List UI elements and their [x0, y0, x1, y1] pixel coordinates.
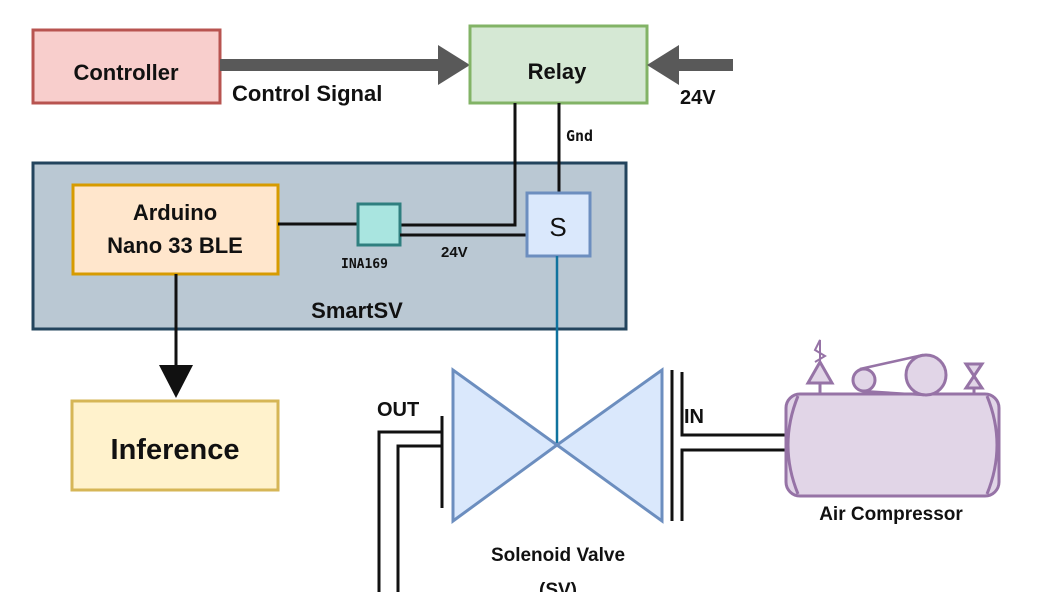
smartsv-label: SmartSV [311, 298, 403, 323]
sensor-24v-label: 24V [441, 244, 468, 261]
inference-arrow [159, 274, 193, 398]
ina169-sensor [356, 202, 402, 247]
air-compressor-icon [784, 339, 1001, 498]
relay-label: Relay [528, 59, 587, 84]
controller-label: Controller [73, 60, 179, 85]
relay-24v-wire [400, 103, 517, 227]
ina169-label: INA169 [341, 257, 388, 272]
valve-label-line1: Solenoid Valve [491, 545, 625, 566]
in-pipe [670, 370, 786, 521]
arduino-label-line1: Arduino [133, 200, 217, 225]
valve-label-line2: (SV) [539, 580, 577, 592]
control-signal-arrow [220, 45, 470, 85]
solenoid-valve [451, 367, 664, 524]
sensor-block [525, 191, 592, 258]
out-pipe [377, 416, 444, 592]
controller-block [31, 28, 222, 105]
gnd-label: Gnd [566, 127, 593, 145]
supply-24v-arrow [647, 45, 733, 85]
supply-24v-label: 24V [680, 87, 716, 109]
inference-block [70, 399, 280, 492]
inference-label: Inference [111, 434, 240, 466]
arduino-label-line2: Nano 33 BLE [107, 233, 243, 258]
in-label: IN [684, 406, 704, 428]
out-label: OUT [377, 399, 419, 421]
sensor-label: S [549, 212, 566, 242]
arduino-block [71, 183, 280, 276]
control-signal-label: Control Signal [232, 81, 382, 106]
air-compressor-label: Air Compressor [819, 504, 963, 525]
